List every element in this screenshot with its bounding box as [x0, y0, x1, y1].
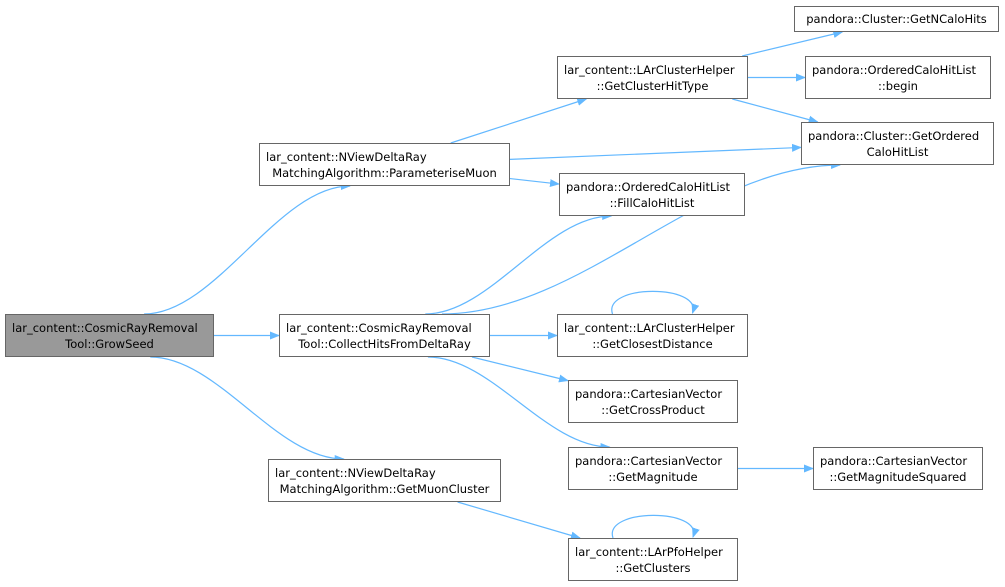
- node-label-line1: lar_content::NViewDeltaRay: [266, 149, 427, 164]
- node-cluster-getncalohits[interactable]: pandora::Cluster::GetNCaloHits: [794, 6, 999, 32]
- node-label-line1: pandora::Cluster::GetOrdered: [808, 128, 980, 143]
- node-label-line2: CaloHitList: [866, 144, 929, 159]
- edge-getclusterhittype-to-getncalohits: [742, 30, 844, 57]
- edge-collecthits-to-getcrossproduct: [471, 356, 569, 383]
- node-label-line1: pandora::Cluster::GetNCaloHits: [806, 12, 987, 26]
- node-larclusterhelper-getclusterhittype[interactable]: lar_content::LArClusterHelper ::GetClust…: [557, 56, 748, 99]
- node-label-line1: lar_content::NViewDeltaRay: [275, 465, 436, 480]
- node-label-line2: ::GetCrossProduct: [601, 402, 705, 417]
- edge-getclosestdistance-to-getclosestdistance: [611, 290, 700, 315]
- node-larpfohelper-getclusters[interactable]: lar_content::LArPfoHelper ::GetClusters: [568, 538, 738, 581]
- edge-getclusterhittype-to-getorderedcalohitlist: [732, 98, 819, 124]
- node-label-line2: ::GetClosestDistance: [592, 336, 713, 351]
- node-cartesianvector-getcrossproduct[interactable]: pandora::CartesianVector ::GetCrossProdu…: [568, 380, 738, 423]
- node-label-line2: MatchingAlgorithm::GetMuonCluster: [279, 481, 490, 496]
- node-label-line2: Tool::CollectHitsFromDeltaRay: [298, 336, 471, 351]
- node-cosmicrayremovaltool-growseed: lar_content::CosmicRayRemoval Tool::Grow…: [5, 314, 214, 357]
- edge-growseed-to-getmuoncluster: [150, 356, 345, 463]
- edge-getmuoncluster-to-getclusters: [457, 501, 581, 540]
- edge-parameterisemuon-to-getorderedcalohitlist: [509, 143, 802, 160]
- node-label-line2: ::begin: [878, 78, 918, 93]
- node-label-line1: pandora::CartesianVector: [575, 386, 723, 401]
- node-label-line1: pandora::CartesianVector: [820, 453, 968, 468]
- node-label-line2: ::GetClusterHitType: [596, 78, 709, 93]
- node-label-line1: lar_content::LArPfoHelper: [575, 544, 723, 559]
- edge-collecthits-to-getmagnitude: [427, 356, 611, 451]
- node-orderedcalohitlist-begin[interactable]: pandora::OrderedCaloHitList ::begin: [805, 56, 991, 99]
- node-cosmicrayremovaltool-collecthitsfromdeltaray[interactable]: lar_content::CosmicRayRemoval Tool::Coll…: [279, 314, 490, 357]
- edge-collecthits-to-fillcalohitlist: [425, 212, 613, 315]
- node-label-line1: lar_content::CosmicRayRemoval: [12, 320, 198, 335]
- node-nviewdeltaraymatchingalgorithm-getmuoncluster[interactable]: lar_content::NViewDeltaRay MatchingAlgor…: [268, 459, 501, 502]
- node-cluster-getorderedcalohitlist[interactable]: pandora::Cluster::GetOrdered CaloHitList: [801, 122, 994, 165]
- node-label-line1: lar_content::LArClusterHelper: [564, 62, 735, 77]
- edge-collecthits-to-getorderedcalohitlist: [441, 161, 842, 315]
- node-larclusterhelper-getclosestdistance[interactable]: lar_content::LArClusterHelper ::GetClose…: [557, 314, 748, 357]
- node-label-line1: pandora::CartesianVector: [575, 453, 723, 468]
- node-cartesianvector-getmagnitudesquared[interactable]: pandora::CartesianVector ::GetMagnitudeS…: [813, 447, 983, 490]
- node-label-line1: lar_content::LArClusterHelper: [564, 320, 735, 335]
- edge-getclusters-to-getclusters: [611, 514, 700, 539]
- node-label-line2: MatchingAlgorithm::ParameteriseMuon: [272, 165, 497, 180]
- node-label-line2: ::GetMagnitudeSquared: [829, 469, 967, 484]
- node-label-line1: lar_content::CosmicRayRemoval: [286, 320, 472, 335]
- node-label-line2: ::GetMagnitude: [608, 469, 698, 484]
- node-cartesianvector-getmagnitude[interactable]: pandora::CartesianVector ::GetMagnitude: [568, 447, 738, 490]
- edge-parameterisemuon-to-getclusterhittype: [450, 97, 588, 144]
- node-label-line2: ::FillCaloHitList: [609, 195, 695, 210]
- node-label-line2: Tool::GrowSeed: [65, 336, 154, 351]
- node-orderedcalohitlist-fillcalohitlist[interactable]: pandora::OrderedCaloHitList ::FillCaloHi…: [559, 173, 745, 216]
- edge-parameterisemuon-to-fillcalohitlist: [509, 177, 560, 188]
- node-nviewdeltaraymatchingalgorithm-parameterisemuon[interactable]: lar_content::NViewDeltaRay MatchingAlgor…: [259, 143, 510, 186]
- node-label-line1: pandora::OrderedCaloHitList: [812, 62, 977, 77]
- node-label-line1: pandora::OrderedCaloHitList: [566, 179, 731, 194]
- edge-growseed-to-parameterisemuon: [144, 182, 351, 315]
- node-label-line2: ::GetClusters: [615, 560, 691, 575]
